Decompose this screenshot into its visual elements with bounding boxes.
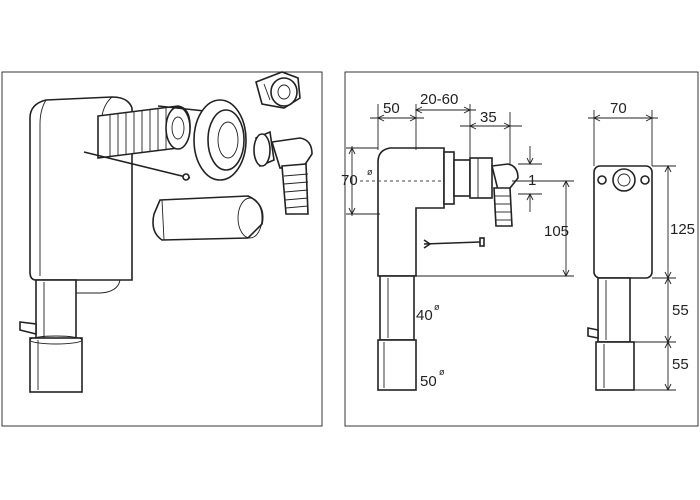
dim-125: 125 [652,164,695,280]
dim-70-width-label: 70 [610,100,627,117]
pipe-dia-50-symbol: ø [439,367,445,377]
pipe-dia-50-label: 50 [420,373,437,390]
pipe-diameter-labels: 40 ø 50 ø [416,302,445,390]
siphon-lower-pipe [19,279,83,393]
front-view-pipes [587,277,635,391]
dim-35-label: 35 [480,109,497,126]
dim-1: 1 [518,146,542,212]
dim-55-upper: 55 [634,276,689,344]
union-nut [255,71,301,109]
dim-20-60-label: 20-60 [420,91,458,108]
dim-125-label: 125 [670,221,695,238]
dim-50-label: 50 [383,100,400,117]
front-view-body [593,165,653,279]
cover-rosette [193,99,247,181]
elbow-hose-connector [253,130,313,215]
wall-plug [152,195,264,241]
side-view: 50 20-60 35 70 ø [341,91,574,391]
dim-35: 35 [460,109,522,164]
right-panel-frame [344,71,699,427]
panel-frames [1,71,699,427]
dim-55-upper-label: 55 [672,302,689,319]
dim-70-diameter-symbol: ø [367,167,373,177]
dim-55-lower: 55 [634,340,689,392]
front-view: 70 125 55 55 [587,100,695,392]
dim-20-60: 20-60 [414,91,476,158]
side-view-screw [423,237,485,249]
dim-70-label: 70 [341,172,358,189]
pipe-dia-40-label: 40 [416,307,433,324]
exploded-perspective-view [19,71,313,393]
dim-1-label: 1 [528,172,536,189]
dim-70-width: 70 [588,100,658,166]
left-panel-frame [1,71,323,427]
side-view-body [360,147,519,277]
threaded-nipple [97,105,191,159]
side-view-pipes [377,275,417,391]
pipe-dia-40-symbol: ø [434,302,440,312]
dim-105: 105 [416,179,574,278]
dim-55-lower-label: 55 [672,356,689,373]
dim-70-height: 70 ø [341,146,380,216]
dim-105-label: 105 [544,223,569,240]
dim-50: 50 [370,100,424,150]
